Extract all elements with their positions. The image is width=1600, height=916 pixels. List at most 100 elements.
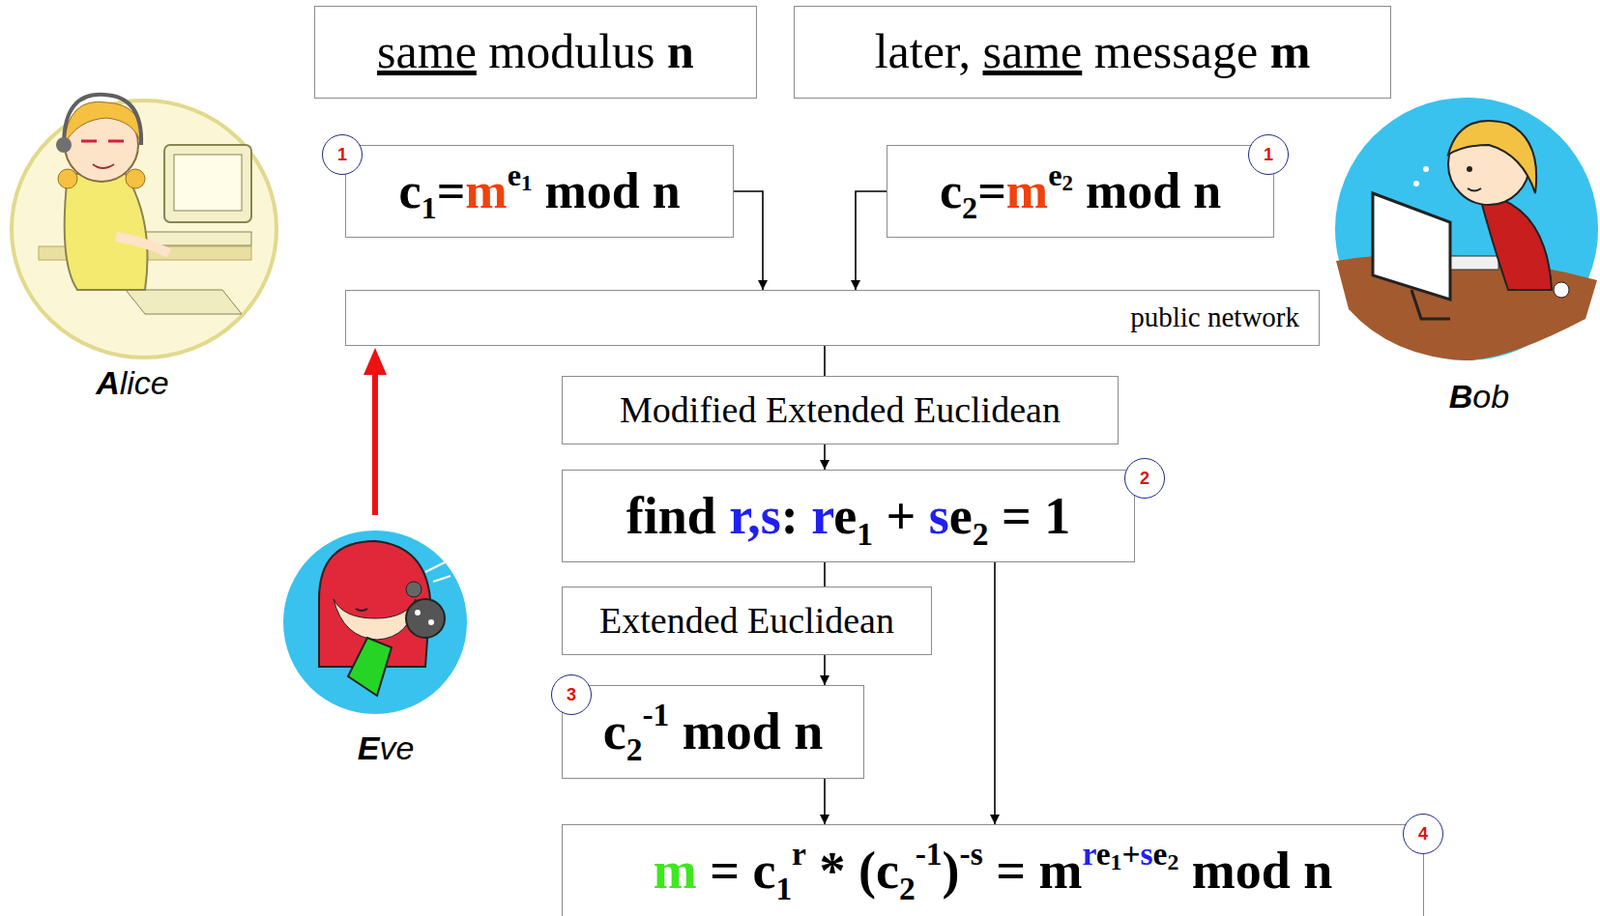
text-run: m [1270,24,1311,79]
flow-connector [733,191,763,291]
equation-box: find r,s: re1 + se2 = 1 [561,469,1135,563]
text-run: 2 [961,190,978,226]
text-run: n [667,24,695,79]
text-run: e [1096,836,1111,873]
alice-picture [11,94,277,358]
flow-connector [823,346,826,377]
text-run: same [377,24,477,79]
callout-number: 4 [1402,814,1444,855]
text-run: mod n [1073,163,1222,219]
text-run: r,s [728,487,782,546]
text-run: public network [1130,301,1300,333]
text-run: = [436,163,466,219]
eavesdrop-arrow [363,348,387,516]
text-run: m [1006,163,1048,219]
text-run: same [983,24,1083,79]
text-run: + [872,487,930,546]
text-run: 2 [1139,468,1150,490]
callout-number: 1 [1248,134,1289,175]
text-run: m [465,163,507,219]
bob-picture [1335,97,1599,361]
method-box: Extended Euclidean [561,586,932,656]
text-run: = m [983,842,1083,901]
cipher-box: c2=me2 mod n [886,145,1275,238]
callout-number: 2 [1124,458,1165,499]
note-box: same modulus n [314,5,757,99]
text-run: * (c [806,842,900,901]
text-run: s [1140,836,1154,873]
text-run: Extended Euclidean [599,600,895,641]
text-run: 2 [899,871,916,907]
text-run: e [1047,157,1062,193]
node-text: Extended Euclidean [599,600,895,643]
callout-number: 1 [321,134,363,175]
text-run: find [626,487,730,546]
text-run: -1 [641,697,670,733]
text-run: r [791,836,807,873]
text-run: c [603,702,627,761]
node-text: public network [1130,301,1300,334]
node-text: c1=me1 mod n [398,162,680,221]
text-run: = c [697,842,777,901]
method-box: Modified Extended Euclidean [561,376,1119,445]
flow-connector [823,779,826,825]
text-run: c [398,163,421,219]
text-run: r [811,487,834,546]
text-run: e [833,487,857,546]
text-run: 4 [1418,824,1428,845]
text-run: 1 [775,871,792,907]
text-run: ve [378,729,414,767]
text-run: 1 [521,171,532,196]
node-text: c2=me2 mod n [939,162,1222,221]
text-run: 1 [421,190,437,226]
text-run: m [653,842,698,901]
flow-connector [823,655,826,686]
person-name: Alice [95,364,170,403]
flow-connector [823,444,826,470]
network-band: public network [345,290,1320,347]
text-run: Modified Extended Euclidean [619,389,1061,431]
text-run: 1 [337,145,348,166]
text-run: A [95,364,120,402]
text-run: 3 [566,685,577,706]
text-run: mod n [669,702,823,761]
node-text: later, same message m [874,24,1311,81]
text-run: 1 [856,516,873,553]
flow-connector [823,562,826,587]
text-run: -s [960,836,984,873]
node-text: m = c1r * (c2-1)-s = mre1+se2 mod n [653,841,1334,902]
text-run: message [1081,24,1270,79]
text-run: ) [942,842,960,901]
text-run: B [1449,378,1474,415]
text-run: + [1121,836,1140,873]
person-name: Eve [357,729,415,768]
text-run: e [507,157,522,193]
text-run: ob [1472,378,1510,415]
text-run: : [781,487,812,546]
text-run: 2 [972,516,990,553]
text-run: E [357,729,380,767]
text-run: = 1 [989,487,1072,546]
text-run: s [929,487,950,546]
text-run: later, [874,24,984,79]
text-run: 2 [1061,171,1073,196]
node-text: c2-1 mod n [603,701,824,762]
person-name: Bob [1449,378,1510,416]
text-run: -1 [915,836,943,873]
text-run: 2 [1166,849,1179,875]
eve-picture [283,530,467,715]
node-text: same modulus n [377,24,695,81]
flow-connector [993,562,996,825]
text-run: 1 [1110,849,1123,875]
text-run: 2 [626,731,643,768]
inverse-box: c2-1 mod n [561,685,865,780]
text-run: 1 [1263,145,1274,166]
cipher-box: c1=me1 mod n [345,145,734,238]
text-run: = [977,163,1007,219]
text-run: lice [119,364,170,402]
result-box: m = c1r * (c2-1)-s = mre1+se2 mod n [561,824,1425,916]
text-run: e [1153,836,1168,873]
flow-connector [855,191,887,291]
callout-number: 3 [551,674,592,716]
